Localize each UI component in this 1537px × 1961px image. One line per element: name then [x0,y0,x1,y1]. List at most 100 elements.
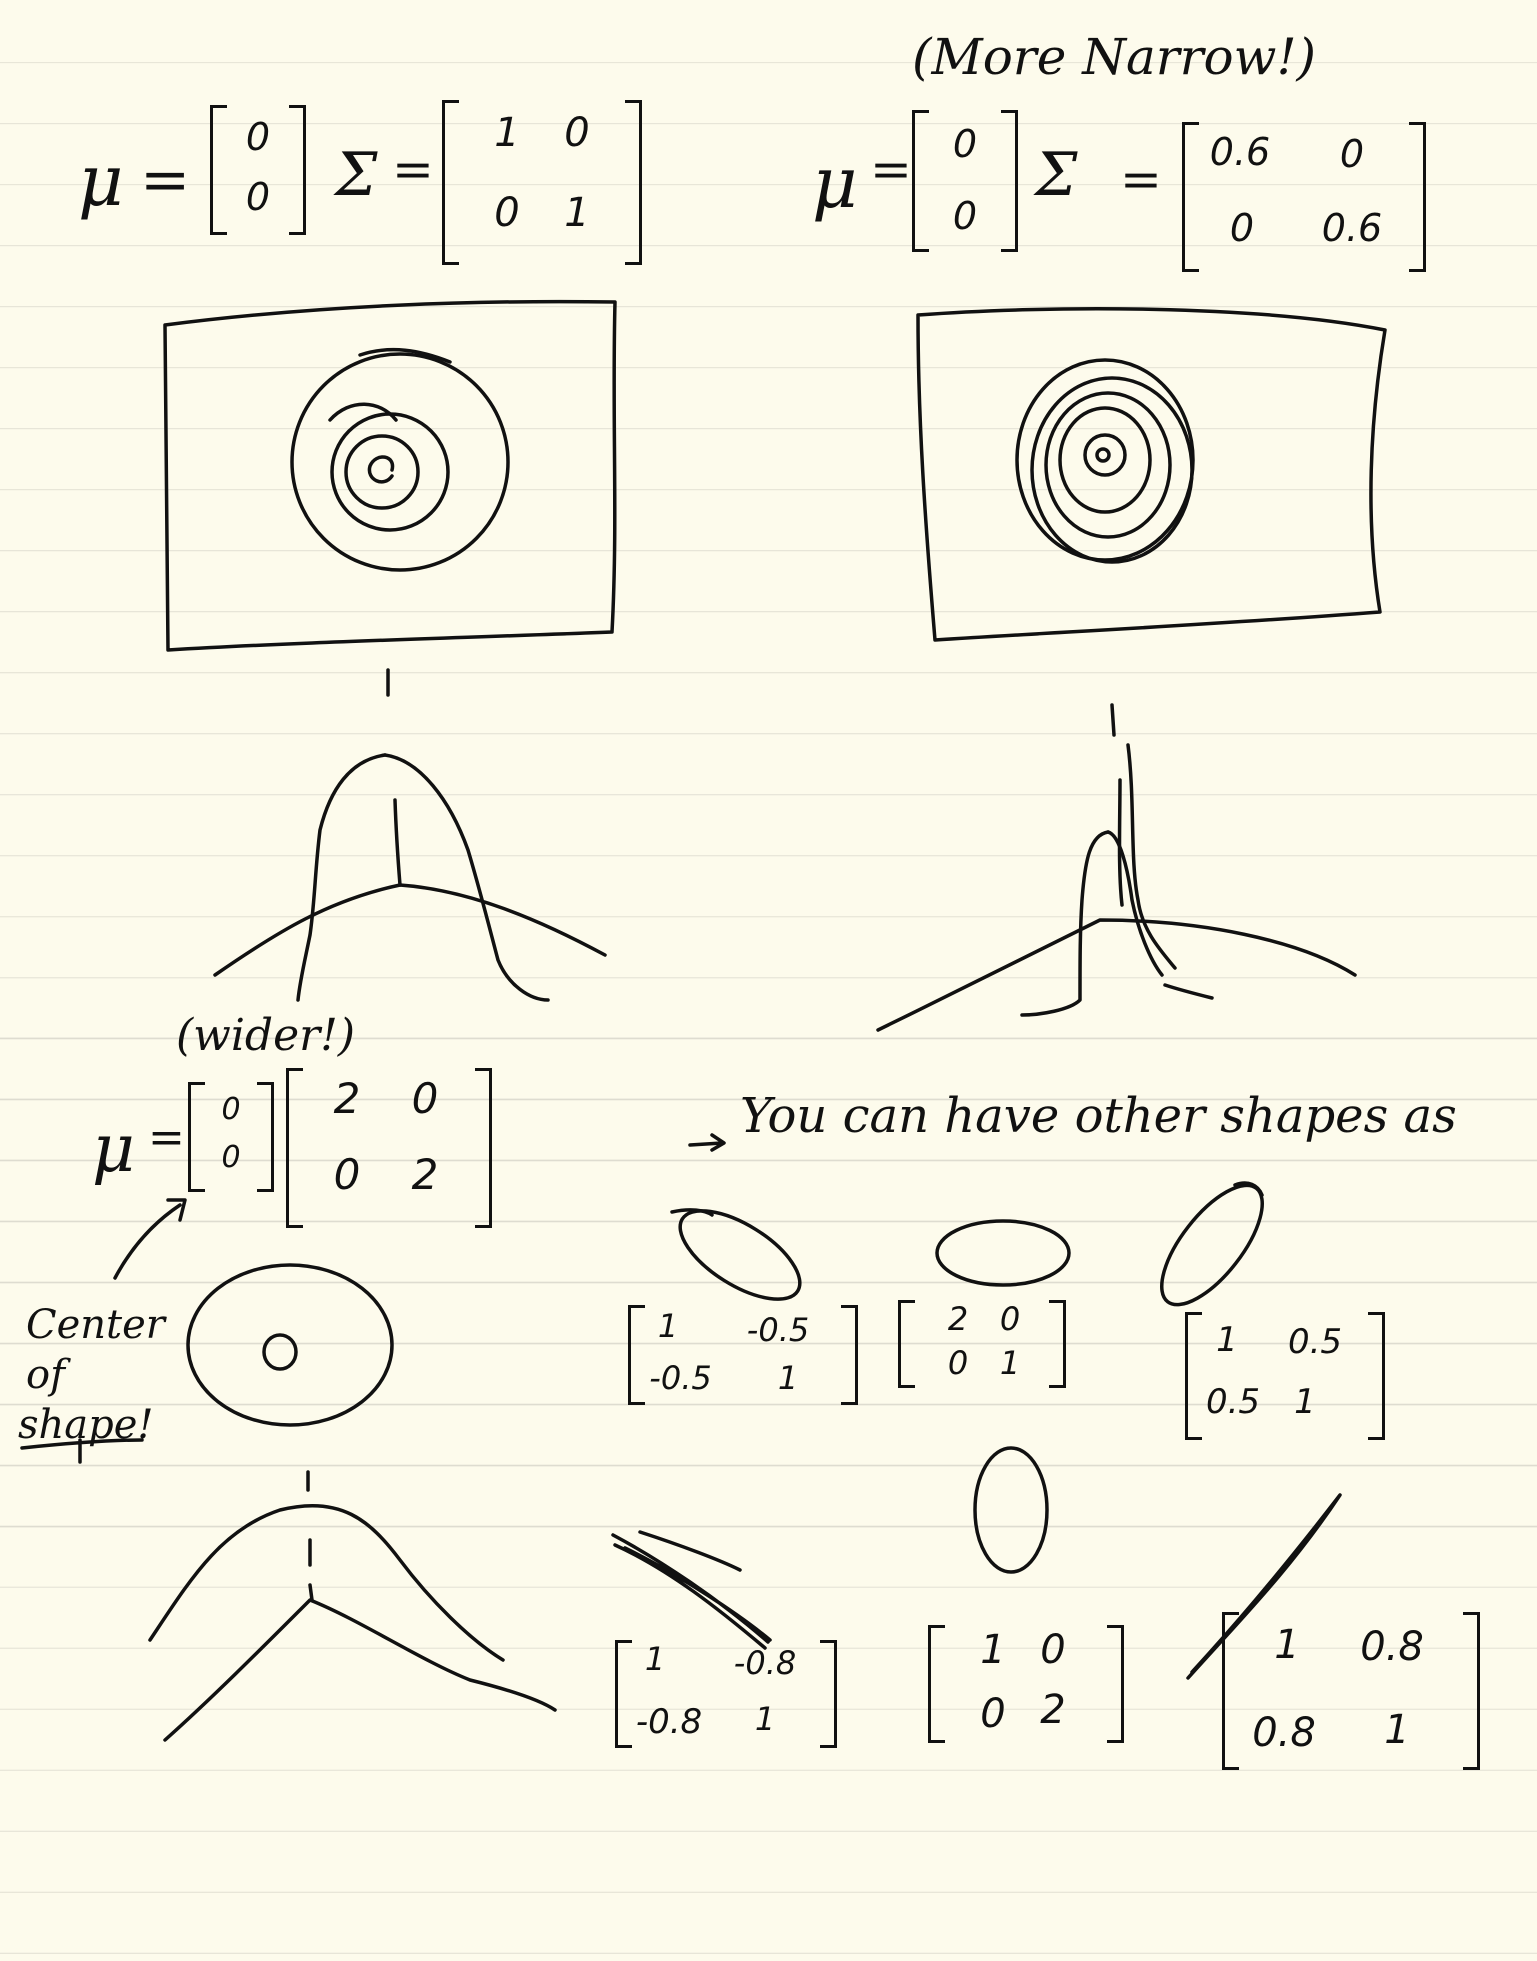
bracket-right [841,1305,858,1405]
ellipse-wide [935,1219,1071,1287]
mu-symbol: μ [78,140,124,222]
shape-ellipses [611,1181,1342,1680]
matrix-cell: 0.8 [1360,1624,1424,1670]
curve-left [1020,830,1110,1017]
matrix-cell: 1 [999,1344,1021,1382]
sigma-symbol: Σ [1035,140,1078,210]
ellipse-strong-negative [611,1530,772,1650]
contour-ring [330,412,450,532]
sigma-matrix-1: 1 0 0 1 [442,100,642,265]
matrix-cell: 1 [644,1640,666,1678]
equals-sign: = [1120,150,1162,208]
contour-ring [1044,391,1172,539]
matrix-cell: 0.8 [1252,1710,1316,1756]
matrix-cell: -0.8 [733,1644,797,1682]
matrix-cell: 0.5 [1205,1382,1261,1422]
bracket-left [615,1640,632,1748]
bracket-right [1107,1625,1124,1743]
bracket-right [1368,1312,1385,1440]
matrix-cell: 2 [333,1074,361,1123]
matrix-cell: 1 [1274,1622,1300,1668]
matrix-cell: 0 [952,194,978,238]
matrix-cell: 0 [494,190,520,236]
matrix-cell: 0 [1229,206,1255,250]
bell-curve-wide [148,1470,557,1742]
bracket-left [188,1082,205,1192]
base-curve [213,883,607,977]
mu-vector-3: 0 0 [188,1082,274,1192]
bracket-left [912,110,929,252]
matrix-cell: 1 [980,1627,1006,1673]
bracket-left [928,1625,945,1743]
bracket-right [1001,110,1018,252]
mu-vector-1: 0 0 [210,105,306,235]
matrix-cell: 0 [947,1344,969,1382]
base-stroke [1163,983,1214,1000]
matrix-cell: 0.5 [1287,1322,1343,1362]
ellipse-tall [973,1446,1049,1574]
matrix-cell: 0 [1339,132,1365,176]
equals-sign: = [140,145,191,215]
bracket-left [1182,122,1199,272]
contour-ring [290,352,510,572]
mu-vector-2: 0 0 [912,110,1018,252]
matrix-cell: 1 [1216,1320,1238,1360]
contour-center [262,1333,298,1371]
matrix-cell: 1 [1384,1707,1410,1753]
matrix-cell: 0 [221,1092,241,1127]
matrix-cell: 0 [245,175,271,219]
annotation-other-shapes: You can have other shapes as [740,1088,1457,1144]
ellipse-strong-positive [1186,1493,1342,1680]
matrix-cell: 0 [980,1691,1006,1737]
matrix-cell: 0 [411,1074,439,1123]
bracket-left [628,1305,645,1405]
matrix-cell: 0 [999,1300,1021,1338]
annotation-shape: shape! [18,1402,154,1448]
matrix-cell: 0 [564,110,590,156]
bracket-right [475,1068,492,1228]
contour-stroke [328,402,398,422]
matrix-cell: 2 [947,1300,969,1338]
curve-upper [148,1503,505,1662]
bracket-left [286,1068,303,1228]
contour-plot-standard [163,299,617,652]
contour-plot-narrow [916,307,1387,642]
shape-matrix-a: 1 -0.5 -0.5 1 [628,1305,858,1405]
shape-matrix-c: 1 0.5 0.5 1 [1185,1312,1385,1440]
matrix-cell: 0.6 [1209,130,1271,174]
contour-ring [1083,433,1127,477]
matrix-cell: 0 [952,122,978,166]
matrix-cell: -0.5 [649,1359,712,1397]
sigma-matrix-2: 0.6 0 0 0.6 [1182,122,1426,272]
matrix-cell: 1 [1294,1382,1316,1422]
sigma-matrix-3: 2 0 0 2 [286,1068,492,1228]
matrix-cell: 1 [564,190,590,236]
center-line [1117,778,1124,907]
bracket-right [625,100,642,265]
bracket-left [1222,1612,1239,1770]
bracket-left [898,1300,915,1388]
equals-sign: = [870,140,912,198]
contour-ring [1030,376,1194,564]
mu-symbol: μ [812,142,858,224]
matrix-cell: 1 [777,1359,799,1397]
matrix-cell: -0.5 [746,1311,810,1349]
ellipse-stroke [1233,1181,1264,1197]
bracket-right [1049,1300,1066,1388]
bracket-right [1463,1612,1480,1770]
curve-right [383,753,550,1002]
matrix-cell: 2 [1040,1687,1066,1733]
matrix-cell: 1 [494,110,520,156]
matrix-cell: 0 [245,115,271,159]
plot-frame [163,299,617,652]
matrix-cell: 2 [411,1150,439,1199]
bracket-left [442,100,459,265]
arrow-right [688,1133,726,1152]
plot-frame [916,307,1387,642]
matrix-cell: 0.6 [1321,206,1383,250]
shape-matrix-e: 1 0 0 2 [928,1625,1124,1743]
base-curve [876,918,1357,1032]
ellipse-stroke [670,1208,714,1217]
bracket-right [289,105,306,235]
